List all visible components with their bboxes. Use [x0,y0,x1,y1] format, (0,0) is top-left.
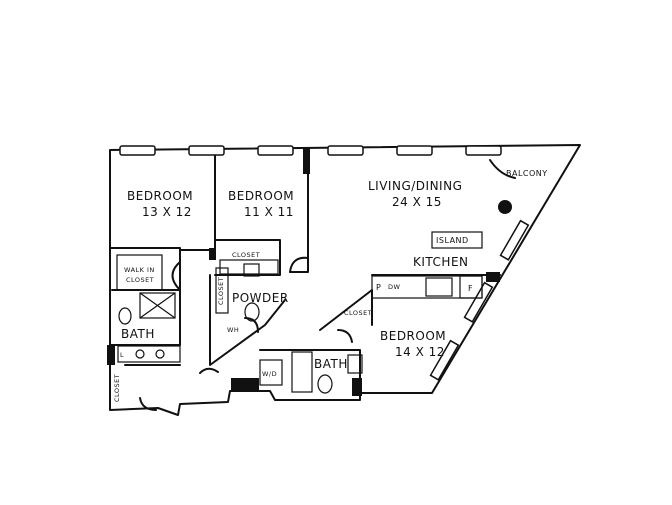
bedroom2-name: BEDROOM [228,189,294,203]
window [119,145,156,156]
window [257,145,294,156]
bedroom3-name: BEDROOM [380,329,446,343]
walk-in-line1: WALK IN [124,266,155,274]
island-box [431,231,483,249]
walk-in-line2: CLOSET [126,276,154,284]
closet-entry-label: CLOSET [113,374,121,402]
living-name: LIVING/DINING [368,179,462,193]
toilet [317,374,333,394]
door-swing [489,159,516,179]
powder-label: POWDER [232,291,289,305]
pantry-label: P [376,283,381,292]
wd-box [259,359,283,386]
closet-vertical-label: CLOSET [217,277,225,305]
walk-in-closet-box [116,254,163,291]
interior-wall-bedroom2 [289,149,309,273]
window [396,145,433,156]
toilet [118,307,132,325]
bath2-sink [347,354,363,374]
closet-shelf [215,267,229,314]
column [486,272,500,282]
column [303,148,310,174]
island-label: ISLAND [436,236,469,245]
window [463,281,494,323]
sink [155,349,165,359]
fridge-box [459,275,483,299]
wh-label: WH [227,326,239,334]
range [425,277,453,297]
bedroom1-dims: 13 X 12 [142,205,192,219]
linen-label: L [120,351,124,359]
wd-label: W/D [262,370,277,378]
door-swing [289,256,309,273]
sink [135,349,145,359]
door-swing [337,329,353,343]
balcony-post [498,200,512,214]
door-swing [171,261,181,291]
interior-wall-bath1 [109,247,181,346]
door-swing [139,397,157,411]
window [327,145,364,156]
column [231,378,259,392]
column [107,345,115,365]
toilet [244,302,260,322]
shower [139,292,176,319]
bath1-label: BATH [121,327,155,341]
window [429,339,460,381]
closet-small-label: CLOSET [344,309,372,317]
window [465,145,502,156]
vanity [117,345,181,363]
bathtub [291,351,313,393]
kitchen-label: KITCHEN [413,255,469,269]
bath2-label: BATH [314,357,348,371]
closet-shelf [219,259,279,275]
window [499,219,530,261]
bedroom3-dims: 14 X 12 [395,345,445,359]
door-swing [199,367,219,374]
column [209,248,216,260]
balcony-label: BALCONY [506,169,548,178]
interior-wall-closet [214,239,281,276]
bedroom1-name: BEDROOM [127,189,193,203]
fridge-label: F [468,284,473,293]
powder-sink [243,263,260,277]
living-dims: 24 X 15 [392,195,442,209]
window [188,145,225,156]
bedroom2-dims: 11 X 11 [244,205,294,219]
dishwasher-label: DW [388,283,401,291]
interior-wall-powder [209,274,286,366]
closet-bedroom2-label: CLOSET [232,251,260,259]
column [352,378,362,396]
